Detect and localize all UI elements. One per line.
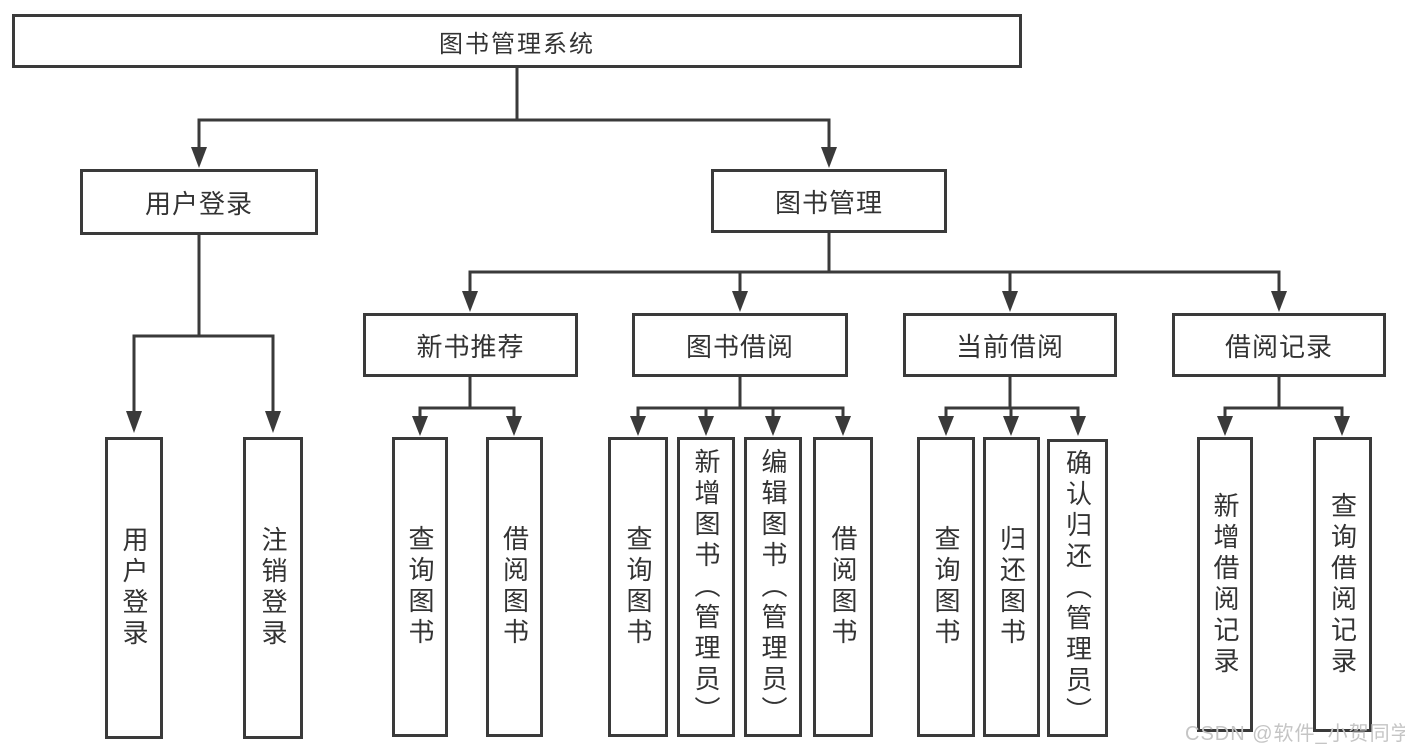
leaf-borrow-query-books-label: 查询图书 — [623, 525, 653, 649]
leaf-logout-login: 注销登录 — [243, 437, 303, 739]
leaf-records-add-record-label: 新增借阅记录 — [1210, 491, 1240, 678]
leaf-records-query-record: 查询借阅记录 — [1313, 437, 1372, 732]
leaf-records-add-record: 新增借阅记录 — [1197, 437, 1253, 732]
leaf-current-query-books-label: 查询图书 — [931, 525, 961, 649]
leaf-user-login-label: 用户登录 — [119, 526, 149, 650]
node-book-management-label: 图书管理 — [774, 187, 883, 218]
leaf-borrow-add-books: 新增图书（管理员） — [677, 437, 735, 737]
node-borrow-records: 借阅记录 — [1172, 313, 1386, 377]
leaf-current-return-books: 归还图书 — [983, 437, 1040, 737]
leaf-current-return-books-label: 归还图书 — [996, 525, 1027, 649]
leaf-borrow-query-books: 查询图书 — [608, 437, 668, 737]
node-new-book-recommend: 新书推荐 — [363, 313, 578, 377]
leaf-logout-login-label: 注销登录 — [258, 526, 288, 650]
node-current-borrow: 当前借阅 — [903, 313, 1117, 377]
node-new-book-recommend-label: 新书推荐 — [416, 331, 525, 362]
node-root-label: 图书管理系统 — [439, 30, 595, 58]
node-user-login-label: 用户登录 — [144, 188, 253, 219]
leaf-borrow-edit-books-label: 编辑图书（管理员） — [758, 447, 788, 727]
leaf-borrow-add-books-label: 新增图书（管理员） — [691, 447, 721, 727]
leaf-user-login: 用户登录 — [105, 437, 163, 739]
leaf-current-confirm-return-label: 确认归还（管理员） — [1062, 448, 1093, 728]
leaf-borrow-edit-books: 编辑图书（管理员） — [744, 437, 802, 737]
node-borrow-records-label: 借阅记录 — [1224, 331, 1333, 362]
node-current-borrow-label: 当前借阅 — [955, 331, 1064, 362]
leaf-borrow-borrow-books-label: 借阅图书 — [828, 525, 858, 649]
leaf-current-query-books: 查询图书 — [917, 437, 975, 737]
leaf-recommend-borrow-books-label: 借阅图书 — [499, 525, 530, 649]
leaf-current-confirm-return: 确认归还（管理员） — [1047, 439, 1108, 737]
node-user-login: 用户登录 — [80, 169, 318, 235]
node-book-borrow-label: 图书借阅 — [685, 331, 794, 362]
leaf-recommend-query-books: 查询图书 — [392, 437, 448, 737]
node-book-borrow: 图书借阅 — [632, 313, 848, 377]
leaf-recommend-query-books-label: 查询图书 — [405, 525, 435, 649]
leaf-borrow-borrow-books: 借阅图书 — [813, 437, 873, 737]
csdn-watermark: CSDN @软件_小贺同学 — [1185, 723, 1405, 745]
node-root: 图书管理系统 — [12, 14, 1022, 68]
leaf-records-query-record-label: 查询借阅记录 — [1327, 491, 1358, 678]
node-book-management: 图书管理 — [711, 169, 947, 233]
leaf-recommend-borrow-books: 借阅图书 — [486, 437, 543, 737]
